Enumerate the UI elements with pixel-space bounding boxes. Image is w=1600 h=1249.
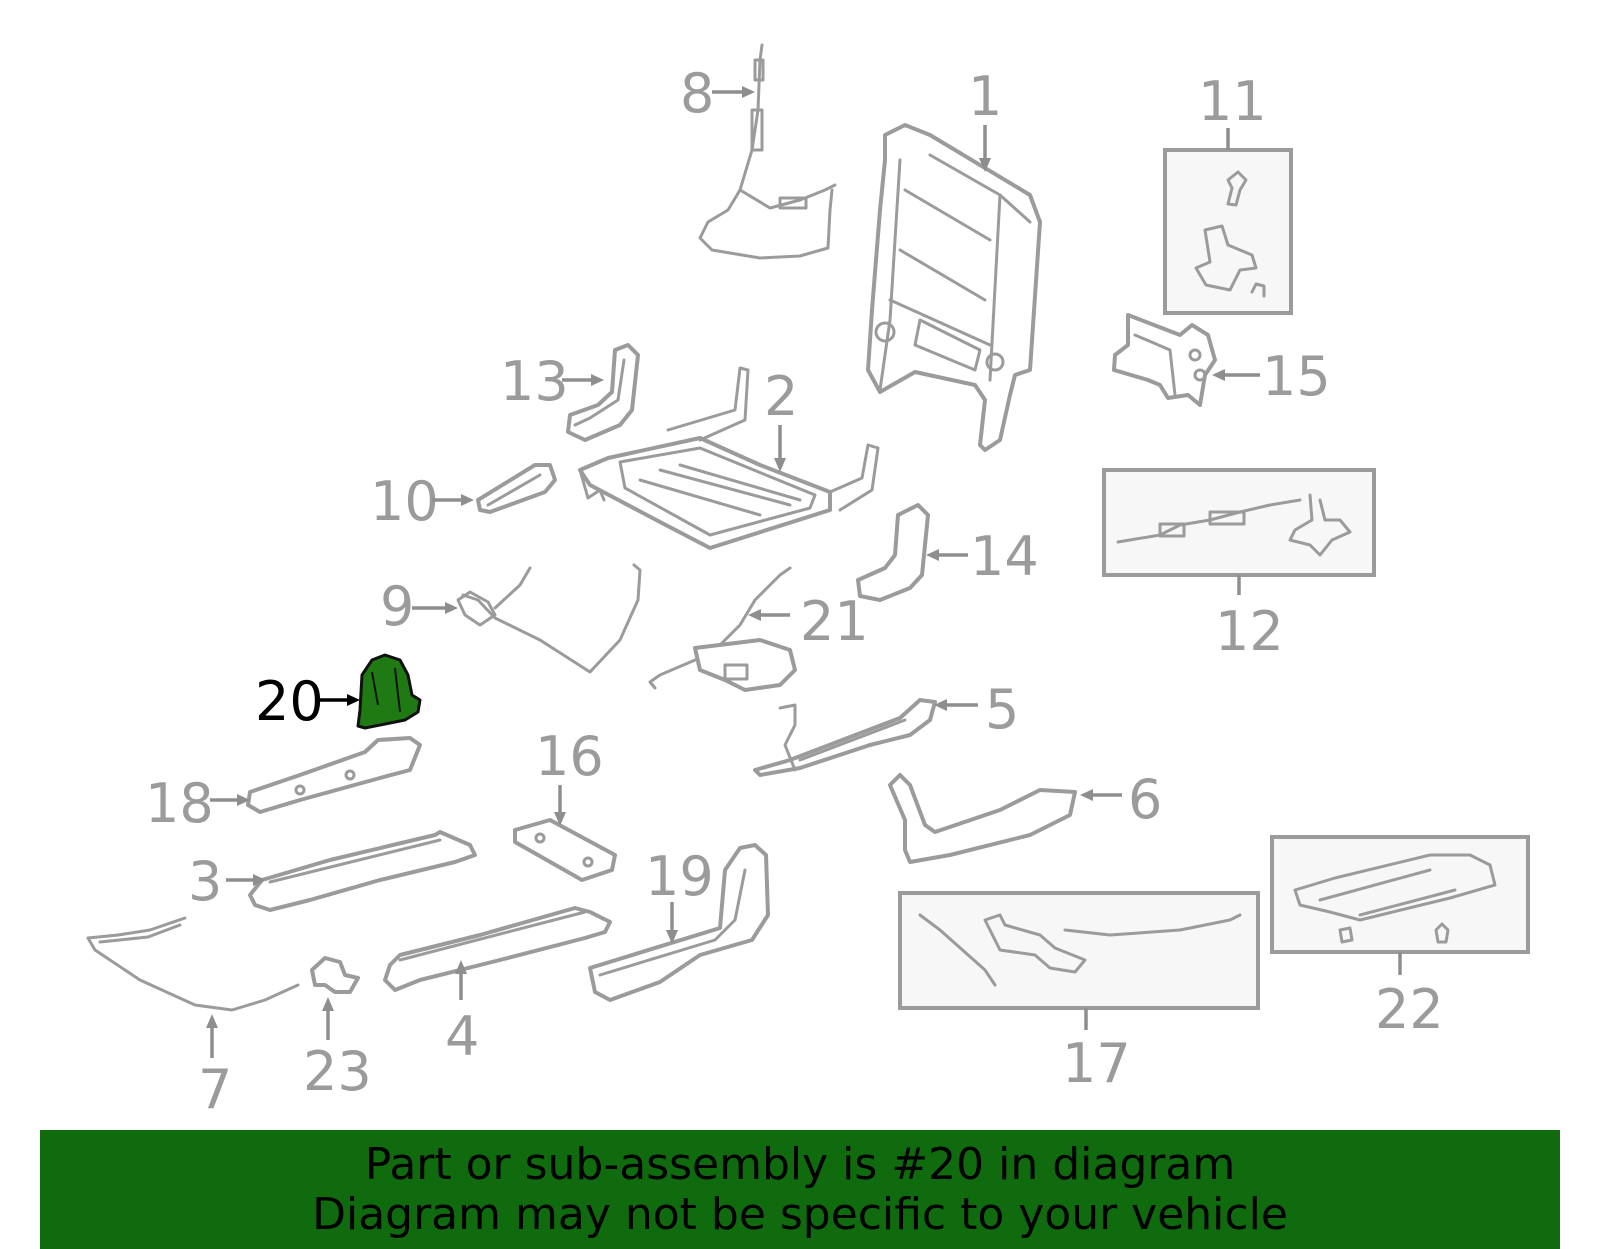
- part-16-pad[interactable]: [513, 818, 617, 882]
- part-18-rail[interactable]: [246, 736, 422, 814]
- part-10-cover[interactable]: [476, 463, 557, 514]
- callout-1-label: 1: [968, 65, 1002, 128]
- part-17-box[interactable]: [898, 891, 1260, 1010]
- callout-7: 7: [198, 1014, 232, 1121]
- callout-2-label: 2: [764, 365, 798, 428]
- callout-18-label: 18: [145, 772, 214, 835]
- callout-13: 13: [500, 350, 604, 413]
- callout-14-label: 14: [970, 525, 1039, 588]
- callout-12: 12: [1215, 575, 1284, 663]
- part-15-hinge-bracket[interactable]: [1112, 313, 1217, 407]
- callout-4: 4: [445, 960, 479, 1068]
- info-banner: Part or sub-assembly is #20 in diagram D…: [40, 1130, 1560, 1249]
- part-2-cushion-frame[interactable]: [578, 366, 880, 550]
- callout-4-label: 4: [445, 1005, 479, 1068]
- callout-16: 16: [535, 725, 604, 826]
- callout-20-label: 20: [255, 670, 324, 733]
- part-7-wire[interactable]: [86, 916, 300, 1012]
- part-14-cover[interactable]: [856, 503, 930, 602]
- part-1-seatback-frame[interactable]: [866, 123, 1042, 452]
- callout-19: 19: [645, 845, 714, 944]
- part-5-track[interactable]: [753, 698, 937, 777]
- banner-line-2: Diagram may not be specific to your vehi…: [312, 1188, 1288, 1240]
- callout-19-label: 19: [645, 845, 714, 908]
- callout-7-label: 7: [198, 1058, 232, 1121]
- callout-10-label: 10: [370, 470, 439, 533]
- callout-22: 22: [1375, 952, 1444, 1041]
- callout-17-label: 17: [1062, 1032, 1131, 1095]
- callout-10: 10: [370, 470, 474, 533]
- callout-8-label: 8: [680, 62, 714, 125]
- callout-6-label: 6: [1128, 768, 1162, 831]
- callout-6: 6: [1080, 768, 1162, 831]
- part-12-box[interactable]: [1102, 468, 1376, 577]
- callout-15-label: 15: [1262, 345, 1331, 408]
- callout-3-label: 3: [188, 850, 222, 913]
- callout-15: 15: [1212, 345, 1331, 408]
- callout-16-label: 16: [535, 725, 604, 788]
- callout-14: 14: [926, 525, 1039, 588]
- callout-5: 5: [934, 678, 1019, 741]
- callout-9-label: 9: [380, 575, 414, 638]
- callout-1: 1: [968, 65, 1002, 172]
- part-6-track-cover[interactable]: [888, 773, 1077, 864]
- callout-18: 18: [145, 772, 250, 835]
- callout-23: 23: [303, 997, 372, 1103]
- callout-13-label: 13: [500, 350, 569, 413]
- part-4-rail[interactable]: [383, 906, 612, 992]
- callout-20: 20: [255, 670, 360, 733]
- callout-8: 8: [680, 62, 755, 125]
- callout-21: 21: [748, 590, 869, 653]
- callout-12-label: 12: [1215, 600, 1284, 663]
- part-11-box[interactable]: [1163, 148, 1293, 315]
- callout-21-label: 21: [800, 590, 869, 653]
- callout-11: 11: [1198, 70, 1267, 150]
- callout-17: 17: [1062, 1008, 1131, 1095]
- part-13-cover[interactable]: [566, 343, 640, 442]
- callout-22-label: 22: [1375, 978, 1444, 1041]
- part-9-rod[interactable]: [456, 563, 642, 674]
- part-19-side-cover[interactable]: [588, 843, 770, 1002]
- part-20-highlighted[interactable]: [356, 653, 422, 730]
- callout-3: 3: [188, 850, 266, 913]
- banner-line-1: Part or sub-assembly is #20 in diagram: [364, 1138, 1236, 1190]
- part-23-clip[interactable]: [310, 956, 360, 994]
- callout-23-label: 23: [303, 1040, 372, 1103]
- part-3-rail[interactable]: [248, 830, 477, 912]
- callout-11-label: 11: [1198, 70, 1267, 133]
- callout-2: 2: [764, 365, 798, 472]
- part-22-box[interactable]: [1270, 835, 1530, 954]
- part-21-handle[interactable]: [648, 566, 797, 692]
- callout-5-label: 5: [985, 678, 1019, 741]
- part-8-cable[interactable]: [698, 43, 837, 260]
- callout-9: 9: [380, 575, 458, 638]
- parts-diagram: 8 1 11 15: [86, 43, 1530, 1121]
